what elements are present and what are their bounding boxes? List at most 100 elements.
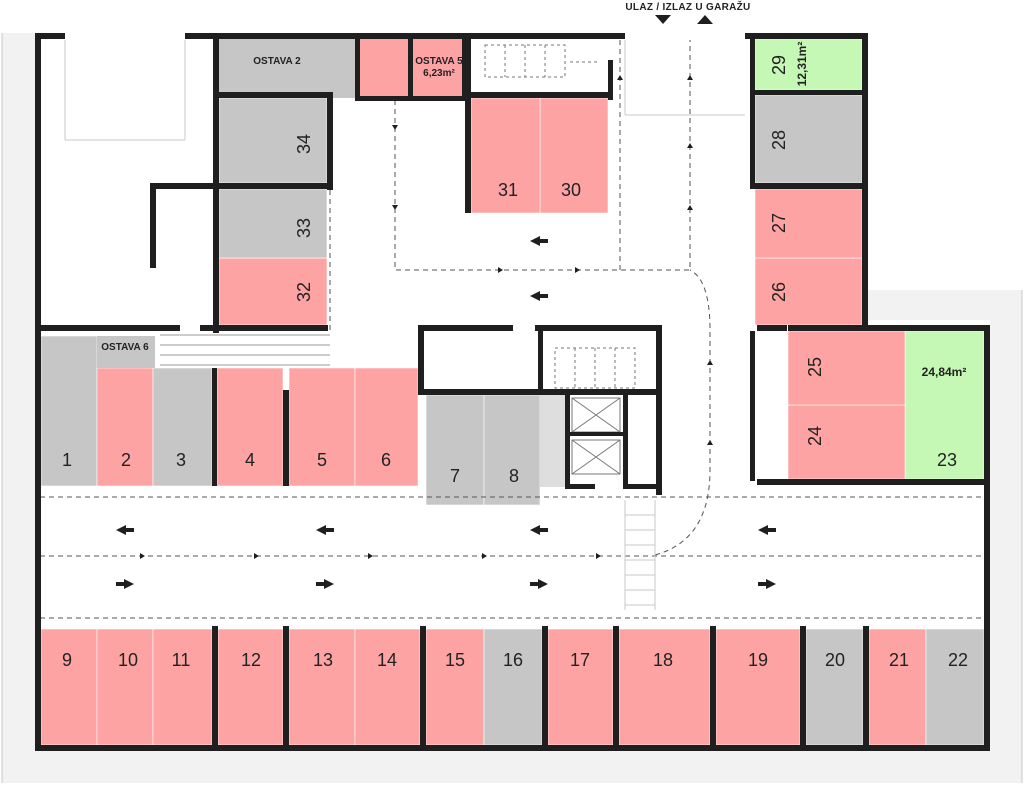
parking-spot-26[interactable] [754,257,863,326]
parking-spot-22[interactable] [925,628,985,746]
parking-spot-number-25: 25 [805,357,825,377]
lane-tick [687,75,693,80]
parking-spot-number-14: 14 [377,650,397,670]
parking-spot-number-20: 20 [825,650,845,670]
lane-tick [482,553,487,559]
parking-spot-number-16: 16 [503,650,523,670]
parking-spot-number-2: 2 [121,450,131,470]
lane-tick [596,553,601,559]
arrow-right [538,579,548,589]
parking-spot-27[interactable] [754,188,863,259]
ostava5-room [413,38,465,98]
lane-tick [687,143,693,148]
parking-spot-20[interactable] [805,628,864,746]
ostava2-room [218,38,358,98]
parking-spot-number-13: 13 [313,650,333,670]
lane-tick [498,267,503,273]
parking-spot-number-34: 34 [294,134,314,154]
parking-spot-number-7: 7 [450,466,460,486]
parking-spot-number-23: 23 [937,450,957,470]
direction-arrows [116,75,776,589]
parking-spot-number-33: 33 [294,218,314,238]
parking-spot-number-12: 12 [241,650,261,670]
parking-spot-25[interactable] [787,330,906,406]
parking-spot-3[interactable] [152,367,213,487]
parking-spot-30[interactable] [539,97,609,214]
parking-spot-number-21: 21 [889,650,909,670]
lane-tick [707,440,713,445]
ostava5-label: OSTAVA 5 [415,56,463,67]
parking-spot-24[interactable] [787,404,906,480]
core-light-grey [540,395,568,487]
stairs-left [160,334,330,366]
lane-tick [575,267,580,273]
arrow-right [766,579,776,589]
parking-spot-10[interactable] [96,628,154,746]
parking-spot-31[interactable] [470,97,541,214]
parking-spot-number-24: 24 [805,426,825,446]
parking-spot-number-4: 4 [245,450,255,470]
lane-tick [392,205,398,210]
parking-spot-11[interactable] [152,628,213,746]
lift-shafts [571,397,621,475]
ramp-hatching [64,40,745,610]
outer-ground-topright [868,33,1022,290]
parking-spot-number-15: 15 [445,650,465,670]
parking-spot-32[interactable] [218,257,328,326]
arrow-left [530,236,540,246]
parking-spot-number-11: 11 [172,650,191,670]
entry-up-arrow [697,15,713,24]
parking-spot-number-10: 10 [118,650,138,670]
parking-spot-number-26: 26 [769,282,789,302]
ostava2-label: OSTAVA 2 [253,56,301,67]
parking-spot-number-3: 3 [176,450,186,470]
parking-spot-number-32: 32 [294,282,314,302]
entry-label: ULAZ / IZLAZ U GARAŽU [625,0,750,13]
parking-spot-33[interactable] [218,188,328,259]
parking-spots [40,38,985,746]
parking-spot-29[interactable] [754,38,863,91]
outer-ground-right [990,290,1022,783]
outer-ground-left [2,33,36,783]
parking-spot-12[interactable] [217,628,284,746]
parking-spot-19[interactable] [715,628,801,746]
parking-spot-15[interactable] [425,628,485,746]
outer-ground-right-top [868,290,1022,320]
ostava-small-room [360,38,410,98]
arrow-left [530,291,540,301]
parking-spot-number-27: 27 [769,213,789,233]
lane-tick [687,205,693,210]
lane-tick [707,360,713,365]
parking-spot-number-9: 9 [62,650,72,670]
parking-spot-number-5: 5 [317,450,327,470]
parking-spot-7[interactable] [425,394,485,506]
parking-spot-number-30: 30 [561,180,581,200]
parking-spot-number-18: 18 [653,650,673,670]
stairs-core [554,347,636,389]
ostava6-room [97,336,155,368]
ramp-curve [654,269,711,556]
spot29-area-label: 12,31m² [795,42,809,87]
ostava6-label: OSTAVA 6 [101,342,149,353]
parking-spot-6[interactable] [354,367,419,487]
lane-tick [392,125,398,130]
lane-tick [140,553,145,559]
spot23-area-label: 24,84m² [922,365,967,379]
parking-spot-21[interactable] [868,628,927,746]
parking-spot-13[interactable] [288,628,356,746]
arrow-left [316,525,326,535]
parking-spot-8[interactable] [483,394,541,506]
parking-spot-9[interactable] [40,628,98,746]
parking-spot-16[interactable] [483,628,543,746]
outer-ground-bottom [2,750,1022,783]
parking-spot-17[interactable] [547,628,614,746]
parking-spot-number-29: 29 [769,55,789,75]
parking-spot-number-19: 19 [748,650,768,670]
lane-tick [368,553,373,559]
arrow-left [758,525,768,535]
parking-spot-4[interactable] [216,367,284,487]
parking-spot-number-6: 6 [381,450,391,470]
parking-spot-14[interactable] [354,628,421,746]
parking-spot-18[interactable] [618,628,711,746]
